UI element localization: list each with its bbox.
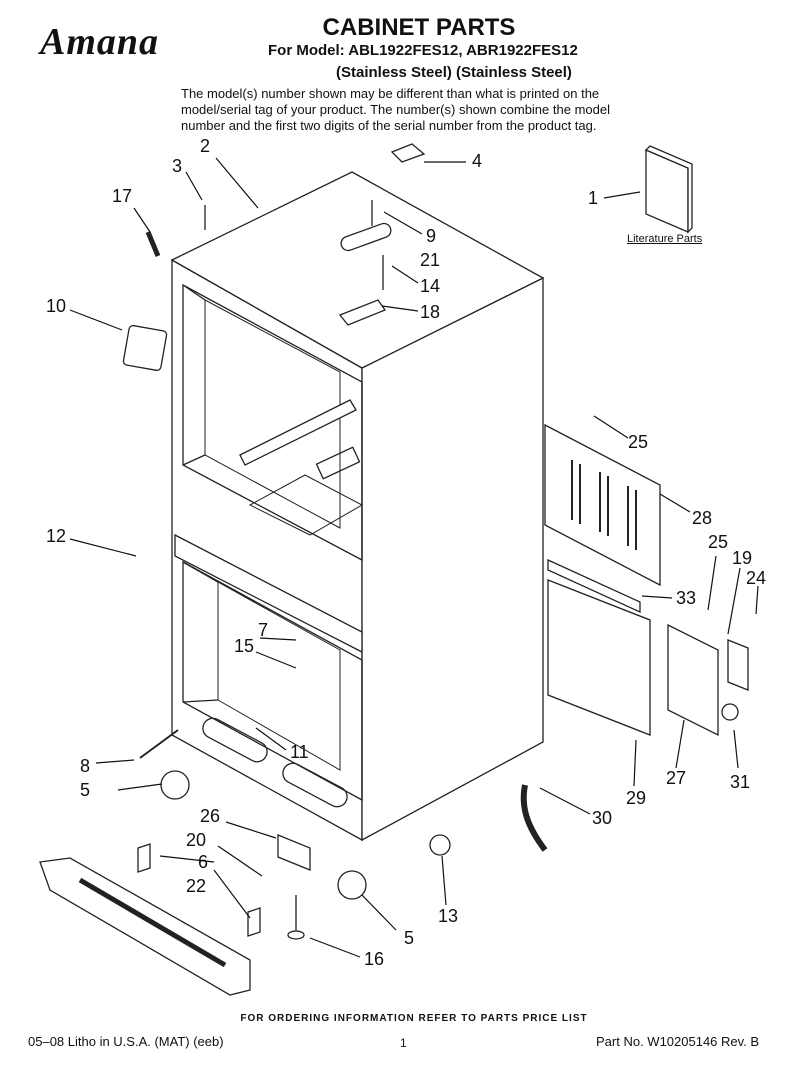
callout-20: 20 — [186, 830, 206, 850]
model-finish-line: (Stainless Steel) (Stainless Steel) — [336, 64, 572, 81]
ordering-info-note: FOR ORDERING INFORMATION REFER TO PARTS … — [240, 1013, 588, 1024]
freezer-opening — [182, 560, 363, 802]
brand-logo: Amana — [40, 21, 160, 63]
fresh-food-opening — [182, 283, 363, 562]
callout-17: 17 — [112, 186, 132, 206]
callout-1: 1 — [588, 188, 598, 208]
page-number: 1 — [400, 1036, 407, 1050]
callout-15: 15 — [234, 636, 254, 656]
callout-8: 8 — [80, 756, 90, 776]
callout-29: 29 — [626, 788, 646, 808]
callout-5-left: 5 — [80, 780, 90, 800]
part-number: Part No. W10205146 Rev. B — [596, 1034, 760, 1049]
model-line: For Model: ABL1922FES12, ABR1922FES12 — [268, 42, 578, 59]
callout-12: 12 — [46, 526, 66, 546]
callout-24: 24 — [746, 568, 766, 588]
callout-labels: 1 2 3 4 5 5 6 7 8 9 10 11 12 13 14 15 16… — [46, 136, 766, 969]
callout-21: 21 — [420, 250, 440, 270]
callout-26: 26 — [200, 806, 220, 826]
callout-13: 13 — [438, 906, 458, 926]
callout-4: 4 — [472, 151, 482, 171]
callout-33: 33 — [676, 588, 696, 608]
page-title: CABINET PARTS — [322, 14, 516, 41]
callout-16: 16 — [364, 949, 384, 969]
callout-25-bracket: 25 — [708, 532, 728, 552]
callout-27: 27 — [666, 768, 686, 788]
callout-28: 28 — [692, 508, 712, 528]
callout-6: 6 — [198, 852, 208, 872]
callout-22: 22 — [186, 876, 206, 896]
callout-11: 11 — [290, 742, 309, 762]
callout-9: 9 — [426, 226, 436, 246]
callout-25-panel: 25 — [628, 432, 648, 452]
callout-30: 30 — [592, 808, 612, 828]
leader-lines — [69, 157, 759, 958]
callout-18: 18 — [420, 302, 440, 322]
litho-info: 05–08 Litho in U.S.A. (MAT) (eeb) — [28, 1034, 224, 1049]
callout-5-right: 5 — [404, 928, 414, 948]
cabinet-top — [170, 171, 545, 369]
rear-access-cover — [544, 423, 661, 587]
callout-7: 7 — [258, 620, 268, 640]
callout-3: 3 — [172, 156, 182, 176]
callout-10: 10 — [46, 296, 66, 316]
cabinet-side — [361, 276, 544, 842]
toe-grille — [39, 857, 251, 996]
callout-2: 2 — [200, 136, 210, 156]
cabinet-drawing — [39, 143, 749, 996]
model-description: The model(s) number shown may be differe… — [181, 86, 610, 133]
callout-19: 19 — [732, 548, 752, 568]
literature-parts-label: Literature Parts — [627, 233, 703, 245]
callout-14: 14 — [420, 276, 440, 296]
callout-31: 31 — [730, 772, 750, 792]
